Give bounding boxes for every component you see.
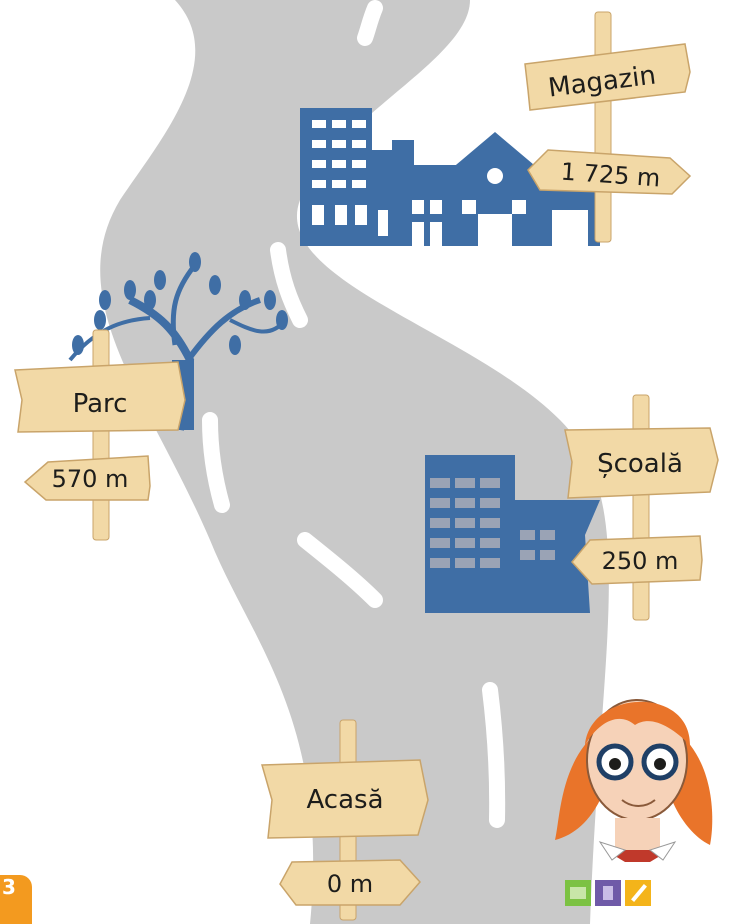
school-building-icon (425, 455, 600, 613)
sign-scoala-distance: 250 m (602, 547, 679, 575)
sign-parc-label: Parc (73, 389, 128, 419)
pencil-icon[interactable] (625, 880, 651, 906)
sign-acasa-distance: 0 m (327, 870, 373, 898)
page-number: 3 (2, 875, 16, 899)
media-icons (565, 880, 651, 908)
page-number-badge: 3 (0, 875, 32, 924)
sign-parc-distance: 570 m (52, 465, 129, 493)
sign-scoala-label: Școală (597, 449, 683, 479)
sign-magazin-distance: 1 725 m (560, 158, 661, 193)
road-markings (202, 0, 506, 828)
image-icon[interactable] (565, 880, 591, 906)
video-icon[interactable] (595, 880, 621, 906)
girl-character-icon (555, 699, 713, 862)
buildings-shop-icon (300, 108, 600, 246)
road (100, 0, 609, 924)
sign-boards (14, 43, 719, 906)
sign-acasa-label: Acasă (306, 785, 383, 815)
